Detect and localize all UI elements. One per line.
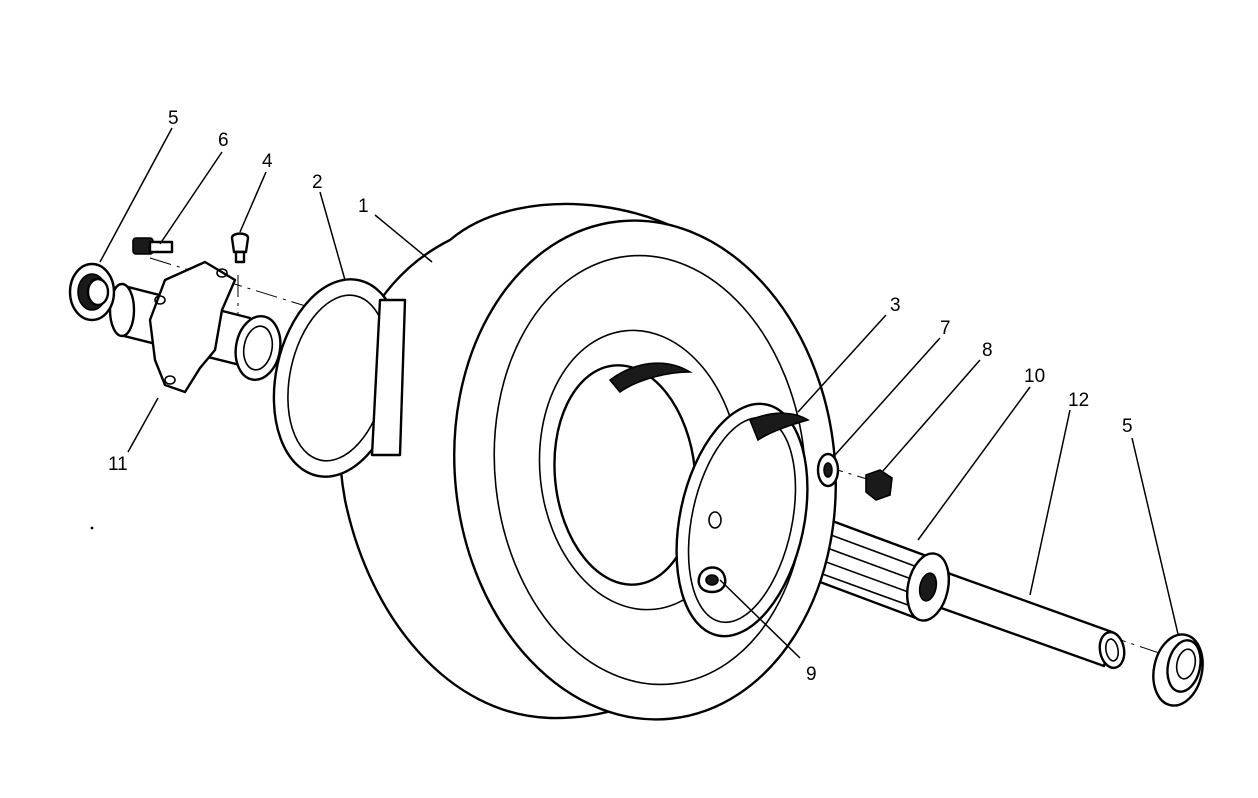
callout-labels: 5 6 4 2 1 3 7 8 10 12 5 11 9 bbox=[108, 108, 1133, 685]
callout-11: 11 bbox=[108, 454, 128, 475]
part-5-bearing-left bbox=[68, 262, 116, 322]
callout-5-left: 5 bbox=[168, 108, 179, 129]
speck bbox=[90, 526, 94, 530]
part-12-axle-tube bbox=[928, 570, 1126, 670]
part-9-valve-stem bbox=[697, 566, 727, 594]
callout-4: 4 bbox=[262, 151, 273, 172]
callout-6: 6 bbox=[218, 130, 229, 151]
callout-5-right: 5 bbox=[1122, 416, 1133, 437]
callout-7: 7 bbox=[940, 318, 951, 339]
callout-2: 2 bbox=[312, 172, 323, 193]
part-2-rim-half bbox=[272, 278, 407, 478]
callout-8: 8 bbox=[982, 340, 993, 361]
callout-12: 12 bbox=[1068, 390, 1089, 411]
part-4-grease-fitting bbox=[230, 232, 250, 264]
part-11-hub bbox=[108, 260, 282, 394]
part-8-nut bbox=[865, 469, 893, 501]
callout-3: 3 bbox=[890, 295, 901, 316]
callout-9: 9 bbox=[806, 664, 817, 685]
part-1-tire bbox=[338, 202, 837, 721]
part-5-bearing-right bbox=[1152, 633, 1204, 707]
callout-10: 10 bbox=[1024, 366, 1045, 387]
part-6-bolt bbox=[132, 237, 174, 255]
part-7-washer bbox=[816, 452, 840, 488]
callout-1: 1 bbox=[358, 196, 369, 217]
leader-lines bbox=[99, 127, 1179, 659]
